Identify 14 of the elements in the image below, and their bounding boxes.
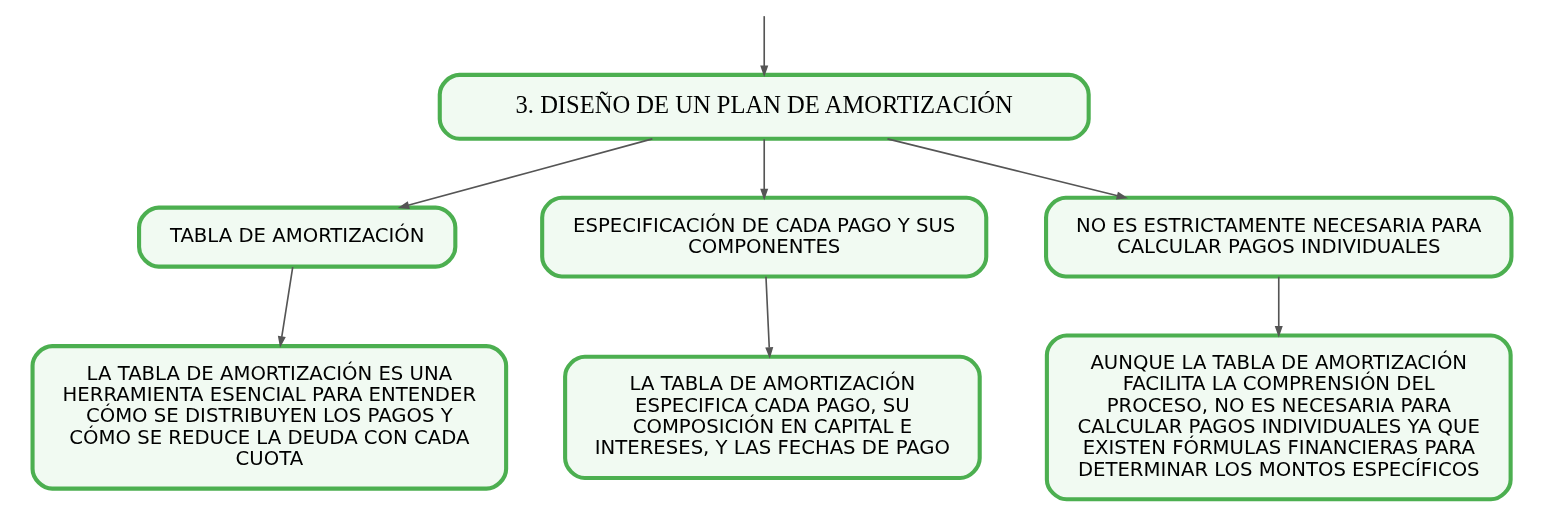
node-box: NO ES ESTRICTAMENTE NECESARIA PARA CALCULAR PAGOS INDIVIDUALES [1043,195,1513,279]
node-box: LA TABLA DE AMORTIZACIÓN ESPECIFICA CADA PAGO, SU COMPOSICIÓN EN CAPITAL E INTERESES, Y LAS FECHAS DE PAGO [562,354,982,481]
node-box: AUNQUE LA TABLA DE AMORTIZACIÓN FACILITA LA COMPRENSIÓN DEL PROCESO, NO ES NECESARIA PARA CALCULAR PAGOS INDIVIDUALES YA QUE EXISTEN FÓRMULAS FINANCIERAS PARA DETERMINAR LOS MONTOS ESPECÍFICOS [1044,333,1513,502]
arrow [759,138,768,201]
node-box: 3. DISEÑO DE UN PLAN DE AMORTIZACIÓN [437,72,1091,141]
node-box: TABLA DE AMORTIZACIÓN [136,205,457,269]
arrow [277,266,294,348]
node-box: ESPECIFICACIÓN DE CADA PAGO Y SUS COMPONENTES [539,195,988,279]
arrow [886,138,1128,200]
arrow [1274,275,1283,338]
node-box: LA TABLA DE AMORTIZACIÓN ES UNA HERRAMIENTA ESENCIAL PARA ENTENDER CÓMO SE DISTRIBUYEN LOS PAGOS Y CÓMO SE REDUCE LA DEUDA CON CADA CUOTA [30,344,508,491]
arrow [764,275,773,359]
arrow [759,15,768,78]
arrow [397,138,653,209]
